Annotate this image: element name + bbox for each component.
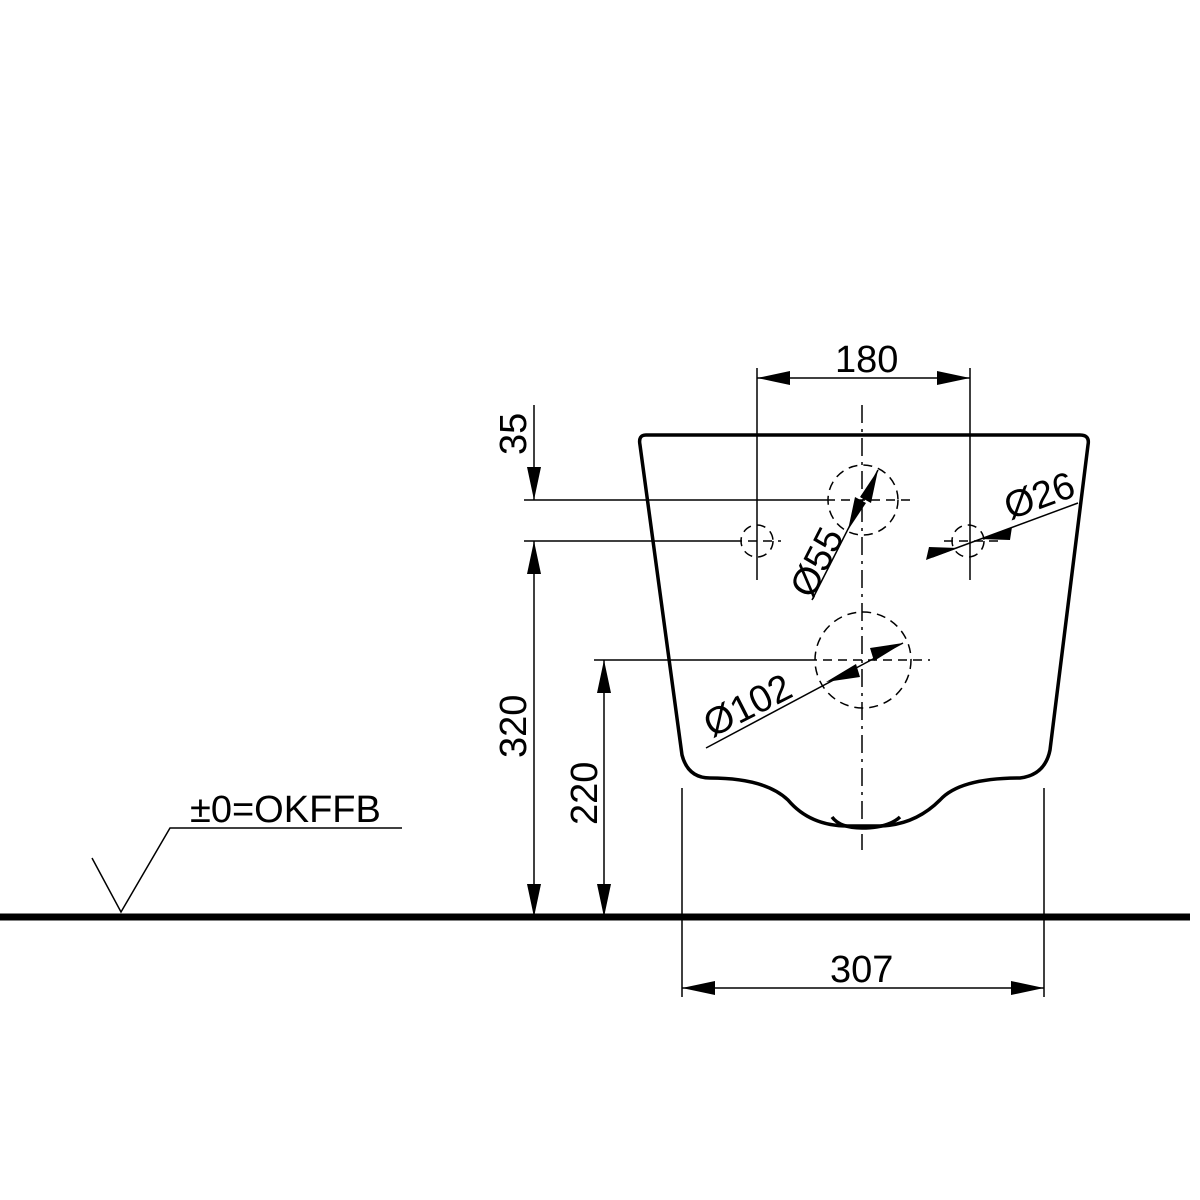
dim-dia-102: Ø102 <box>697 642 904 749</box>
dim-35: 35 <box>493 405 826 542</box>
dim-320: 320 <box>493 541 541 917</box>
dim-307-label: 307 <box>830 949 893 991</box>
dim-dia-26: Ø26 <box>926 464 1081 560</box>
dim-35-label: 35 <box>493 413 535 455</box>
dim-180: 180 <box>756 339 971 580</box>
dim-dia-102-label: Ø102 <box>697 666 799 746</box>
dim-dia-55: Ø55 <box>783 469 879 604</box>
dim-220: 220 <box>564 659 808 917</box>
dim-dia-55-label: Ø55 <box>783 521 853 604</box>
floor-level-symbol: ±0=OKFFB <box>91 789 402 914</box>
floor-level-label: ±0=OKFFB <box>190 789 381 831</box>
dim-180-label: 180 <box>835 339 898 381</box>
dim-220-label: 220 <box>564 762 606 825</box>
dim-307: 307 <box>681 788 1045 997</box>
dim-320-label: 320 <box>493 695 535 758</box>
dim-dia-26-label: Ø26 <box>999 464 1081 528</box>
